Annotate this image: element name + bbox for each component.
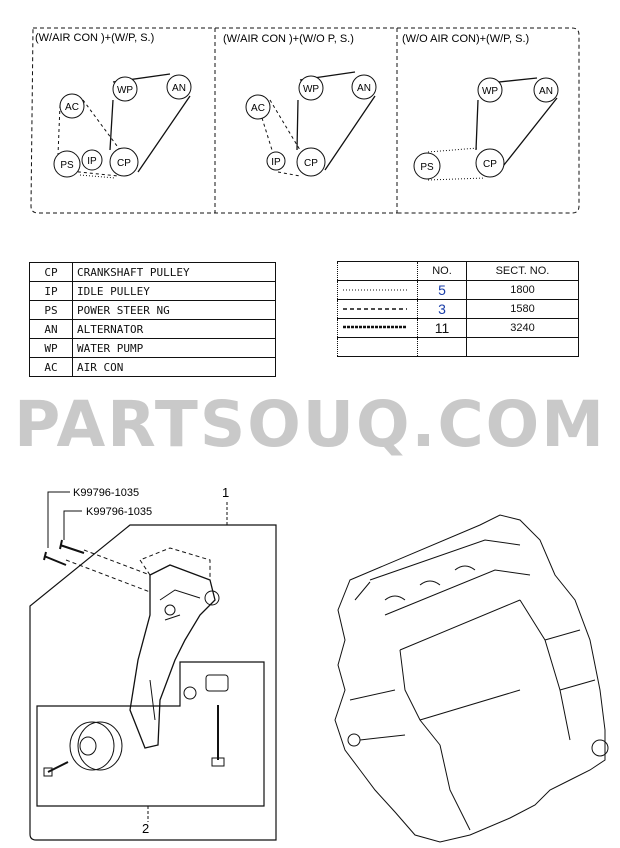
watermark: PARTSOUQ.COM (14, 388, 606, 461)
line-style-dotted (337, 280, 418, 300)
table-row: 11 3240 (337, 318, 580, 338)
belt-layout-1 (53, 73, 192, 179)
table-row: 5 1800 (337, 280, 580, 300)
line-style-dashed (337, 299, 418, 319)
belt-number-table: NO. SECT. NO. 5 1800 3 1580 11 3240 (337, 261, 580, 357)
bolt-part-number-1: K99796-1035 (73, 487, 139, 499)
belt-routing-diagrams: (W/AIR CON )+(W/P, S.) (W/AIR CON )+(W/O… (30, 27, 580, 214)
pulley-label-wp: WP (303, 84, 319, 95)
pulley-label-cp: CP (304, 158, 318, 169)
bolt-part-number-2: K99796-1035 (86, 506, 152, 518)
pulley-label-ps: PS (60, 160, 74, 171)
pulley-label-cp: CP (117, 158, 131, 169)
ref-number-2: 2 (142, 821, 149, 836)
pulley-label-wp: WP (482, 86, 498, 97)
pulley-label-an: AN (357, 83, 371, 94)
pulley-label-ip: IP (271, 157, 281, 168)
ref-number-1: 1 (222, 485, 229, 500)
pulley-label-an: AN (172, 83, 186, 94)
pulley-label-ac: AC (251, 103, 265, 114)
pulley-label-an: AN (539, 86, 553, 97)
col-header-sect-no: SECT. NO. (465, 261, 580, 281)
belt-layout-2 (245, 71, 377, 177)
table-row (337, 337, 580, 357)
pulley-label-ps: PS (420, 162, 434, 173)
pulley-label-ip: IP (87, 156, 97, 167)
col-header-no: NO. (417, 261, 467, 281)
pulley-label-cp: CP (483, 159, 497, 170)
pulley-label-wp: WP (117, 85, 133, 96)
line-style-dash-dot (337, 318, 418, 338)
engine-block-outline (334, 514, 609, 843)
layout-caption-3: (W/O AIR CON)+(W/P, S.) (402, 33, 529, 45)
layout-caption-1: (W/AIR CON )+(W/P, S.) (35, 32, 154, 44)
table-header-row: NO. SECT. NO. (337, 261, 580, 281)
belt-layout-3 (413, 77, 559, 181)
bracket-assembly-diagram: K99796-1035 K99796-1035 1 2 (29, 485, 609, 843)
layout-caption-2: (W/AIR CON )+(W/O P, S.) (223, 33, 354, 45)
table-row: 3 1580 (337, 299, 580, 319)
pulley-label-ac: AC (65, 102, 79, 113)
